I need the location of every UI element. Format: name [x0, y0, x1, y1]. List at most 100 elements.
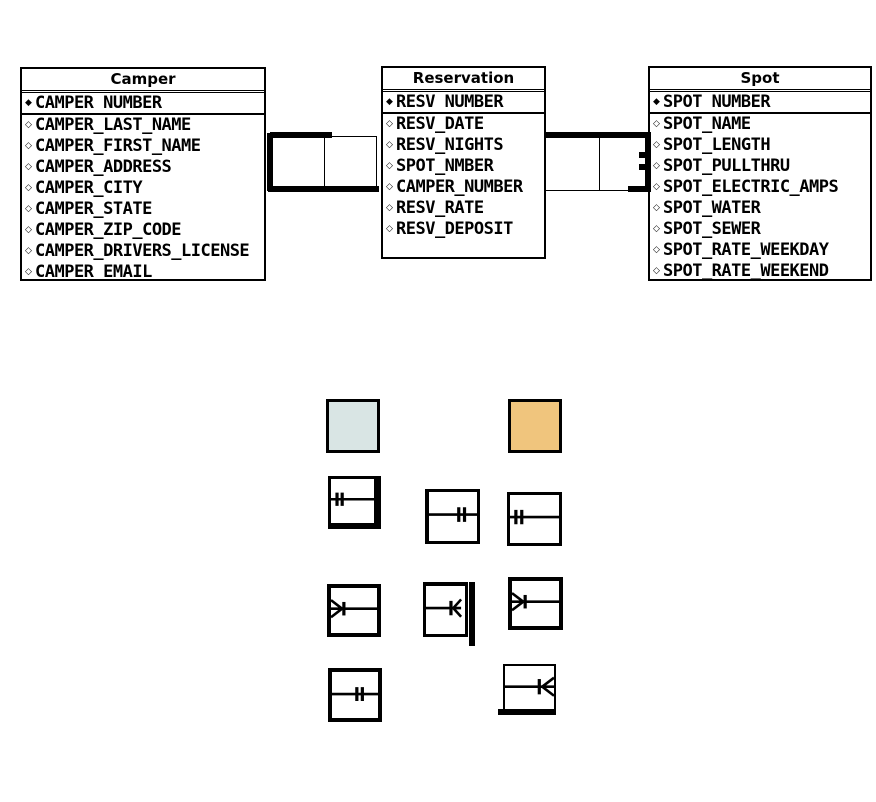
column-name: SPOT_NMBER: [396, 156, 494, 177]
crow-foot-left-icon: [331, 588, 377, 633]
answer-tile-one-and-only-one-left-2[interactable]: [507, 492, 562, 546]
answer-tile-side-bar: [469, 582, 475, 646]
table-row: ◇SPOT_NMBER: [383, 156, 544, 177]
attribute-bullet: ◇: [25, 183, 32, 193]
column-name: CAMPER_CITY: [35, 178, 143, 198]
column-name: SPOT NUMBER: [663, 92, 771, 113]
attribute-bullet: ◇: [653, 140, 660, 151]
attribute-bullet: ◇: [386, 161, 393, 172]
answer-tile-one-and-only-one-mid-right[interactable]: [328, 668, 382, 722]
attribute-bullet: ◇: [653, 182, 660, 192]
attribute-bullet: ◇: [653, 202, 660, 213]
table-row: ◆RESV NUMBER: [383, 92, 544, 114]
answer-tile-many-left[interactable]: [327, 584, 381, 637]
column-name: SPOT_RATE_WEEKEND: [663, 260, 829, 281]
attribute-bullet: ◇: [386, 202, 393, 213]
attribute-bullet: ◇: [653, 161, 660, 172]
table-body: ◆RESV NUMBER◇RESV_DATE◇RESV_NIGHTS◇SPOT_…: [383, 92, 544, 239]
table-title: Spot: [650, 68, 870, 92]
column-name: RESV_DEPOSIT: [396, 218, 513, 239]
attribute-bullet: ◇: [653, 244, 660, 255]
primary-key-bullet: ◆: [386, 97, 393, 108]
column-name: SPOT_WATER: [663, 197, 761, 218]
attribute-bullet: ◇: [653, 265, 660, 276]
table-row: ◇RESV_RATE: [383, 197, 544, 218]
table-row: ◇CAMPER_NUMBER: [383, 177, 544, 198]
column-name: SPOT_SEWER: [663, 218, 761, 239]
attribute-bullet: ◇: [653, 223, 660, 234]
primary-key-bullet: ◆: [653, 97, 660, 108]
crow-foot-right-icon: [505, 666, 554, 711]
column-name: CAMPER_EMAIL: [35, 261, 152, 282]
relationship-line-segment: [268, 186, 379, 192]
table-row: ◆SPOT NUMBER: [650, 92, 870, 114]
column-name: RESV_RATE: [396, 197, 484, 218]
crow-foot-right-icon: [426, 586, 465, 634]
column-name: SPOT_LENGTH: [663, 135, 771, 156]
table-title: Camper: [22, 69, 264, 93]
one-and-only-one-left-icon: [510, 495, 559, 543]
crow-foot-left-icon: [512, 581, 559, 626]
column-name: CAMPER_ADDRESS: [35, 157, 172, 178]
answer-swatch-orange[interactable]: [508, 399, 562, 453]
table-row: ◇CAMPER_DRIVERS_LICENSE: [22, 240, 264, 261]
column-name: CAMPER_DRIVERS_LICENSE: [35, 240, 250, 261]
table-title: Reservation: [383, 68, 544, 92]
relationship-cover-box-reservation-end[interactable]: [324, 136, 377, 191]
attribute-bullet: ◇: [386, 223, 393, 234]
relationship-line-segment: [628, 186, 651, 192]
relationship-line-segment: [270, 132, 332, 138]
column-name: CAMPER_FIRST_NAME: [35, 136, 201, 157]
table-row: ◇CAMPER_ADDRESS: [22, 157, 264, 178]
table-row: ◇RESV_DEPOSIT: [383, 218, 544, 239]
attribute-bullet: ◇: [386, 182, 393, 192]
column-name: CAMPER_STATE: [35, 198, 152, 219]
attribute-bullet: ◇: [25, 120, 32, 131]
column-name: CAMPER NUMBER: [35, 93, 162, 114]
answer-tile-many-right-edge[interactable]: [503, 664, 556, 713]
column-name: SPOT_ELECTRIC_AMPS: [663, 177, 839, 197]
column-name: CAMPER_LAST_NAME: [35, 115, 191, 136]
answer-tile-many-right-with-bar[interactable]: [423, 582, 468, 637]
one-and-only-one-right-icon: [332, 672, 378, 718]
attribute-bullet: ◇: [25, 141, 32, 152]
table-row: ◇CAMPER_LAST_NAME: [22, 115, 264, 136]
relationship-tick-remnant: [639, 164, 645, 170]
table-body: ◆CAMPER NUMBER◇CAMPER_LAST_NAME◇CAMPER_F…: [22, 93, 264, 282]
attribute-bullet: ◇: [386, 119, 393, 130]
table-row: ◇RESV_DATE: [383, 114, 544, 135]
table-row: ◇SPOT_ELECTRIC_AMPS: [650, 177, 870, 198]
primary-key-bullet: ◆: [25, 98, 32, 109]
answer-swatch-blue[interactable]: [326, 399, 380, 453]
relationship-tick-remnant: [639, 152, 645, 158]
answer-tile-one-and-only-one-left[interactable]: [328, 476, 381, 529]
relationship-line-segment: [267, 133, 273, 191]
attribute-bullet: ◇: [653, 119, 660, 130]
attribute-bullet: ◇: [25, 266, 32, 277]
relationship-cover-box-camper-end[interactable]: [270, 136, 325, 191]
table-row: ◇SPOT_LENGTH: [650, 135, 870, 156]
answer-tile-one-and-only-one-right[interactable]: [425, 489, 480, 544]
attribute-bullet: ◇: [386, 140, 393, 151]
column-name: CAMPER_ZIP_CODE: [35, 219, 182, 240]
table-row: ◇RESV_NIGHTS: [383, 135, 544, 156]
table-row: ◇CAMPER_STATE: [22, 198, 264, 219]
entity-table-camper: Camper ◆CAMPER NUMBER◇CAMPER_LAST_NAME◇C…: [20, 67, 266, 282]
entity-table-reservation: Reservation ◆RESV NUMBER◇RESV_DATE◇RESV_…: [381, 66, 546, 259]
table-row: ◇SPOT_RATE_WEEKEND: [650, 260, 870, 281]
relationship-line-segment: [545, 132, 651, 138]
answer-tile-many-left-2[interactable]: [508, 577, 563, 630]
table-row: ◇SPOT_SEWER: [650, 218, 870, 239]
attribute-bullet: ◇: [25, 245, 32, 256]
table-row: ◇CAMPER_EMAIL: [22, 261, 264, 282]
answer-tile-bottom-bar: [498, 709, 556, 715]
column-name: SPOT_PULLTHRU: [663, 156, 790, 177]
table-row: ◆CAMPER NUMBER: [22, 93, 264, 115]
relationship-cover-box-reservation-end-2[interactable]: [545, 137, 600, 191]
attribute-bullet: ◇: [25, 224, 32, 235]
relationship-line-segment: [645, 138, 651, 192]
column-name: RESV_DATE: [396, 114, 484, 135]
table-row: ◇CAMPER_ZIP_CODE: [22, 219, 264, 240]
table-row: ◇CAMPER_CITY: [22, 178, 264, 199]
table-row: ◇SPOT_PULLTHRU: [650, 156, 870, 177]
